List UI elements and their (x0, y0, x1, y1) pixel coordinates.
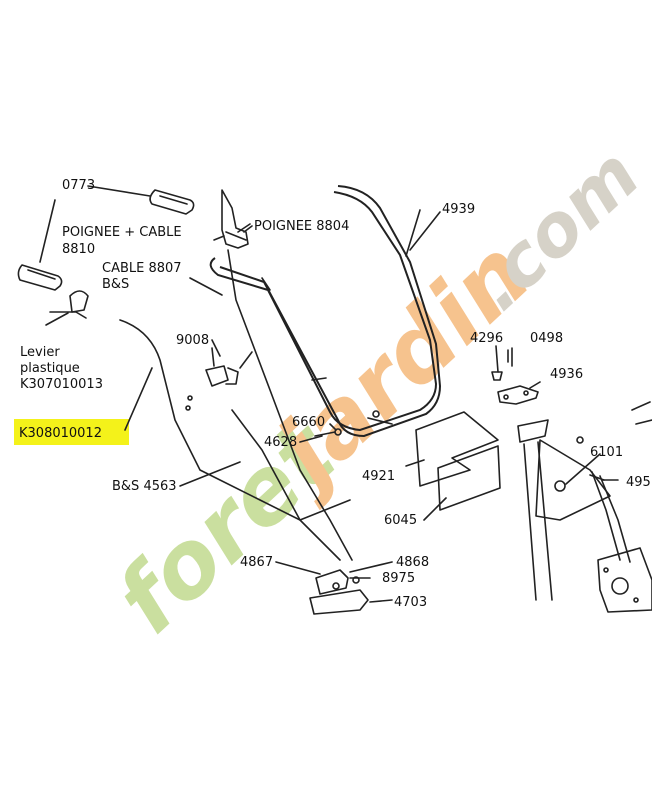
label-bs-4563: B&S 4563 (112, 479, 177, 494)
bracket-4936 (497, 381, 541, 405)
label-poignee-8804: POIGNEE 8804 (254, 219, 349, 234)
plate-6045 (437, 445, 501, 511)
leader-k308 (124, 367, 153, 431)
label-cable-8807: CABLE 8807 (102, 261, 182, 276)
label-4936: 4936 (550, 367, 583, 382)
engine-parts (275, 561, 393, 615)
label-0773: 0773 (62, 178, 95, 193)
handlebar (209, 185, 442, 438)
label-8810: 8810 (62, 242, 95, 257)
clip-9008 (185, 347, 253, 411)
small-parts (314, 410, 393, 437)
label-4921: 4921 (362, 469, 395, 484)
handle-lever (213, 189, 253, 249)
label-levier: Levier (20, 345, 60, 360)
labels: 0773 POIGNEE + CABLE 8810 POIGNEE 8804 C… (19, 178, 651, 610)
label-plastique: plastique (20, 361, 80, 376)
label-6660: 6660 (292, 415, 325, 430)
cable-4563-b (231, 409, 341, 561)
label-0498: 0498 (530, 331, 563, 346)
cable-4563 (119, 319, 351, 521)
label-495: 495 (626, 475, 651, 490)
label-6101: 6101 (590, 445, 623, 460)
watermark: foret jardin .com (96, 132, 652, 654)
label-4939: 4939 (442, 202, 475, 217)
grip-left (17, 199, 63, 291)
label-k308010012: K308010012 (19, 426, 102, 441)
label-poignee-cable: POIGNEE + CABLE (62, 225, 182, 240)
frame (517, 401, 652, 613)
leader-lines (179, 211, 619, 521)
lever (45, 290, 89, 326)
label-4628: 4628 (264, 435, 297, 450)
cable-8807-line (189, 277, 223, 296)
plate-4921 (415, 411, 499, 487)
label-9008: 9008 (176, 333, 209, 348)
grip-top (87, 185, 195, 215)
label-4868: 4868 (396, 555, 429, 570)
label-4703: 4703 (394, 595, 427, 610)
label-4867: 4867 (240, 555, 273, 570)
cable-8807 (227, 249, 353, 561)
highlight-box (14, 419, 129, 445)
bolts (491, 345, 513, 381)
parts-drawing (17, 185, 652, 615)
label-4296: 4296 (470, 331, 503, 346)
label-k307010013: K307010013 (20, 377, 103, 392)
label-8975: 8975 (382, 571, 415, 586)
label-cable-8807-bs: B&S (102, 277, 129, 292)
label-6045: 6045 (384, 513, 417, 528)
